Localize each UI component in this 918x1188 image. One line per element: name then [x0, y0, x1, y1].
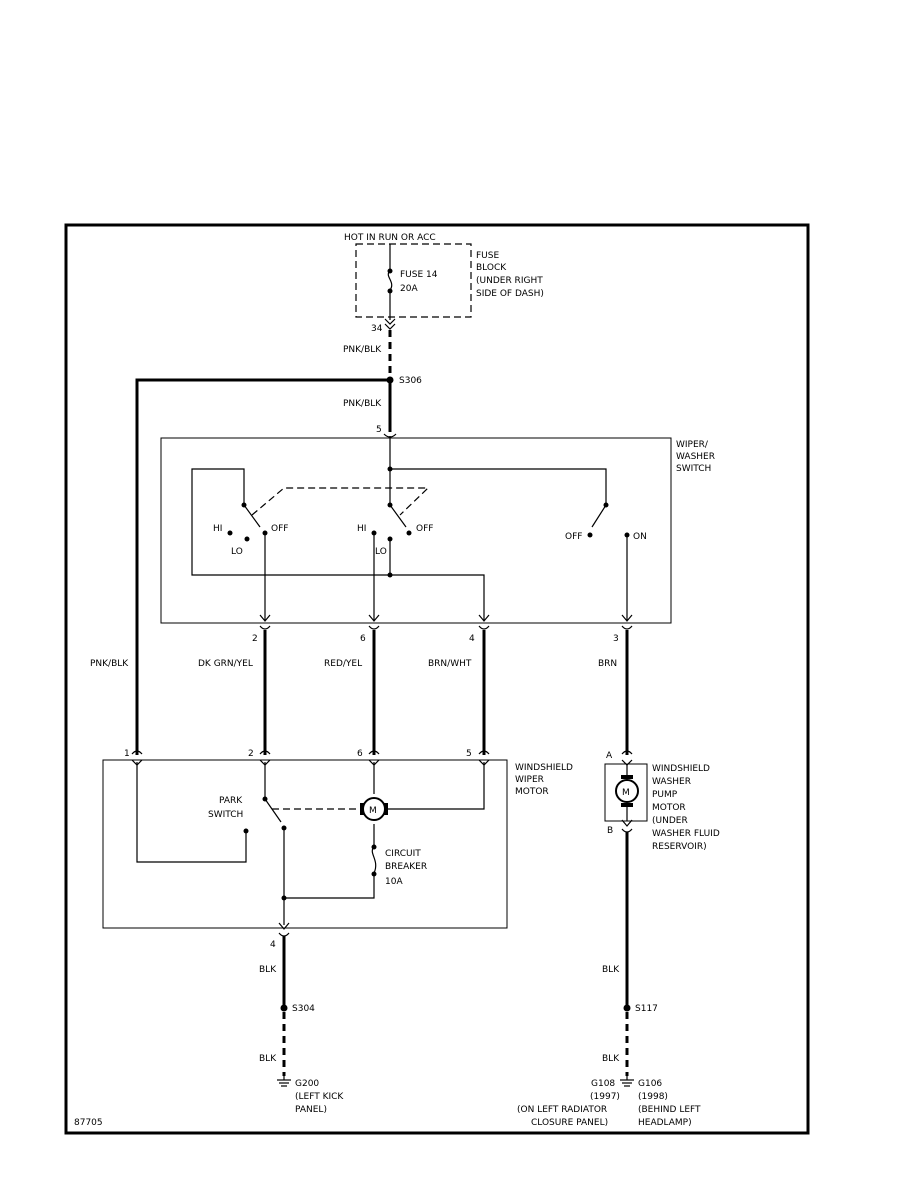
motor-pin-4-label: 4 — [270, 940, 276, 950]
ground-g108-label-1: G108 — [591, 1079, 615, 1089]
ground-g200-symbol — [277, 1076, 291, 1087]
ground-g106-label-3: (BEHIND LEFT — [638, 1105, 701, 1115]
switch-pin-4-label: 4 — [469, 634, 475, 644]
washer-switch-blade — [591, 504, 607, 528]
svg-text:M: M — [622, 788, 630, 798]
wiper-motor-box — [102, 759, 508, 929]
splice-s117-label: S117 — [635, 1004, 658, 1014]
figure-id: 87705 — [74, 1118, 103, 1128]
switch-pin-3-label: 3 — [613, 634, 619, 644]
motor-pin-2-label: 2 — [248, 749, 254, 759]
svg-text:M: M — [369, 806, 377, 816]
switch-pin-6-label: 6 — [360, 634, 366, 644]
wire-label-brn: BRN — [598, 659, 617, 669]
switch-pin-2-label: 2 — [252, 634, 258, 644]
wire-label-blk-1: BLK — [259, 965, 277, 975]
circuit-breaker-label-1: CIRCUIT — [385, 849, 421, 859]
left-switch-blade — [243, 504, 261, 528]
switch-mechanical-link — [251, 487, 430, 516]
splice-s117 — [623, 1004, 631, 1012]
splice-s304-label: S304 — [292, 1004, 315, 1014]
motor-pin-1-label: 1 — [124, 749, 130, 759]
ground-g108-label-3: (ON LEFT RADIATOR — [517, 1105, 607, 1115]
splice-s304 — [280, 1004, 288, 1012]
ground-g200-label-3: PANEL) — [295, 1105, 327, 1115]
fuse-block-label-4: SIDE OF DASH) — [476, 289, 544, 299]
wire-label-brn-wht: BRN/WHT — [428, 659, 472, 669]
park-switch-label-2: SWITCH — [208, 810, 243, 820]
circuit-breaker-symbol — [371, 846, 377, 874]
ground-g106-label-2: (1998) — [638, 1092, 668, 1102]
center-switch-hi: HI — [357, 524, 366, 534]
wire-label-blk-2: BLK — [259, 1054, 277, 1064]
wire-label-red-yel: RED/YEL — [324, 659, 362, 669]
center-switch-off: OFF — [416, 524, 433, 534]
left-switch-off: OFF — [271, 524, 288, 534]
washer-pump-label-1: WINDSHIELD — [652, 764, 710, 774]
power-label: HOT IN RUN OR ACC — [344, 233, 436, 243]
washer-pump-label-5: (UNDER — [652, 816, 688, 826]
washer-switch-on: ON — [633, 532, 647, 542]
motor-pin-6-label: 6 — [357, 749, 363, 759]
left-switch-hi: HI — [213, 524, 222, 534]
washer-pump-label-7: RESERVOIR) — [652, 842, 707, 852]
switch-label-2: WASHER — [676, 452, 715, 462]
wiper-motor-label-2: WIPER — [515, 775, 544, 785]
washer-pump-box — [604, 763, 648, 822]
wiper-washer-switch-box — [160, 437, 672, 624]
fuse-block-label-1: FUSE — [476, 251, 499, 261]
wiper-motor-label-1: WINDSHIELD — [515, 763, 573, 773]
ground-g200-label-2: (LEFT KICK — [295, 1092, 344, 1102]
washer-pump-label-4: MOTOR — [652, 803, 686, 813]
fuse-block-box — [355, 243, 472, 318]
circuit-breaker-label-3: 10A — [385, 877, 403, 887]
wire-label-pnk-blk-1: PNK/BLK — [343, 345, 382, 355]
washer-pump-label-3: PUMP — [652, 790, 678, 800]
fuse-14-label: FUSE 14 — [400, 270, 438, 280]
wire-label-pnk-blk-3: PNK/BLK — [90, 659, 129, 669]
pin-34-label: 34 — [371, 324, 383, 334]
ground-g108-label-4: CLOSURE PANEL) — [531, 1118, 608, 1128]
fuse-block-label-2: BLOCK — [476, 263, 507, 273]
wire-label-blk-4: BLK — [602, 1054, 620, 1064]
motor-pin-5-label: 5 — [466, 749, 472, 759]
park-switch-label-1: PARK — [219, 796, 243, 806]
center-switch-lo: LO — [375, 547, 387, 557]
connector-34 — [384, 318, 396, 330]
fuse-14-rating: 20A — [400, 284, 418, 294]
ground-g106-label-1: G106 — [638, 1079, 662, 1089]
pump-pin-b-label: B — [607, 826, 613, 836]
park-switch-blade — [264, 798, 282, 823]
center-switch-blade — [389, 504, 407, 528]
washer-pump-label-2: WASHER — [652, 777, 691, 787]
ground-g106-symbol — [620, 1076, 634, 1087]
switch-label-1: WIPER/ — [676, 440, 709, 450]
ground-g200-label-1: G200 — [295, 1079, 319, 1089]
ground-g108-label-2: (1997) — [590, 1092, 620, 1102]
switch-pin-5-label: 5 — [376, 425, 382, 435]
washer-pump-label-6: WASHER FLUID — [652, 829, 720, 839]
left-switch-lo: LO — [231, 547, 243, 557]
washer-pump-motor-symbol: M — [615, 775, 639, 807]
ground-g106-label-4: HEADLAMP) — [638, 1118, 692, 1128]
wiper-motor-symbol: M — [360, 797, 388, 821]
pump-pin-a-label: A — [606, 751, 613, 761]
fuse-block-label-3: (UNDER RIGHT — [476, 276, 543, 286]
splice-s306-label: S306 — [399, 376, 422, 386]
circuit-breaker-label-2: BREAKER — [385, 862, 427, 872]
wire-label-dk-grn-yel: DK GRN/YEL — [198, 659, 253, 669]
wiper-motor-label-3: MOTOR — [515, 787, 549, 797]
washer-switch-off: OFF — [565, 532, 582, 542]
wire-label-blk-3: BLK — [602, 965, 620, 975]
diagram-frame — [64, 223, 810, 1135]
switch-label-3: SWITCH — [676, 464, 711, 474]
fuse-14-symbol — [387, 270, 393, 291]
wire-label-pnk-blk-2: PNK/BLK — [343, 399, 382, 409]
